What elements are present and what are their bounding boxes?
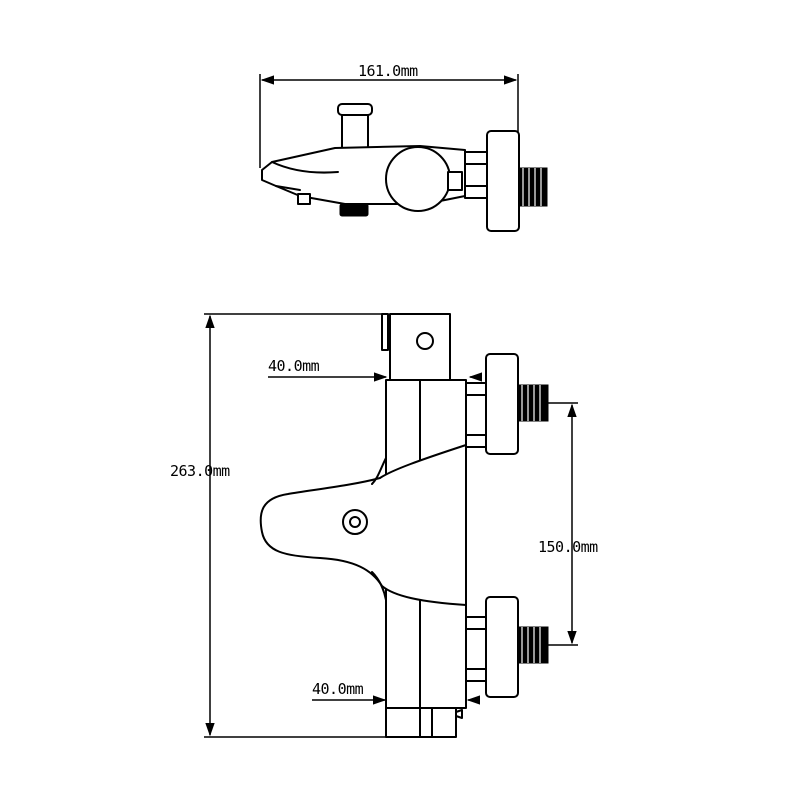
lower-inlet-thread [517, 626, 549, 664]
lever-pivot-inner [349, 516, 361, 528]
top-handle-stem [341, 111, 369, 149]
bottom-clearance-label: 40.0mm [312, 680, 364, 698]
inlet-thread [518, 167, 548, 207]
spout-contour [271, 161, 339, 174]
top-view: 161.0mm [259, 62, 548, 232]
top-clearance-label: 40.0mm [268, 357, 320, 375]
height-dimension-label: 263.0mm [170, 462, 230, 480]
upper-wall-flange [485, 353, 519, 455]
top-handle-cap [337, 103, 373, 116]
width-dimension-label: 161.0mm [358, 62, 418, 80]
centres-dimension-label: 150.0mm [538, 538, 598, 556]
upper-inlet-coupling [465, 382, 487, 448]
outlet-tab [455, 709, 463, 719]
upper-inlet-thread [517, 384, 549, 422]
thermostat-dial [385, 146, 451, 212]
lever-upper-crease [371, 457, 387, 485]
top-mount-hole [416, 332, 434, 350]
dial-stop [447, 171, 463, 191]
wall-flange [486, 130, 520, 232]
lever-lower-crease [371, 571, 387, 601]
lower-wall-flange [485, 596, 519, 698]
spout-outlet [297, 193, 311, 205]
riser-pipe [381, 313, 389, 351]
diverter-knob [339, 203, 369, 217]
wall-coupling [464, 151, 488, 199]
front-view: 263.0mm 40.0mm [170, 313, 599, 738]
spout-tip-line [275, 185, 301, 191]
lower-inlet-coupling [465, 616, 487, 682]
